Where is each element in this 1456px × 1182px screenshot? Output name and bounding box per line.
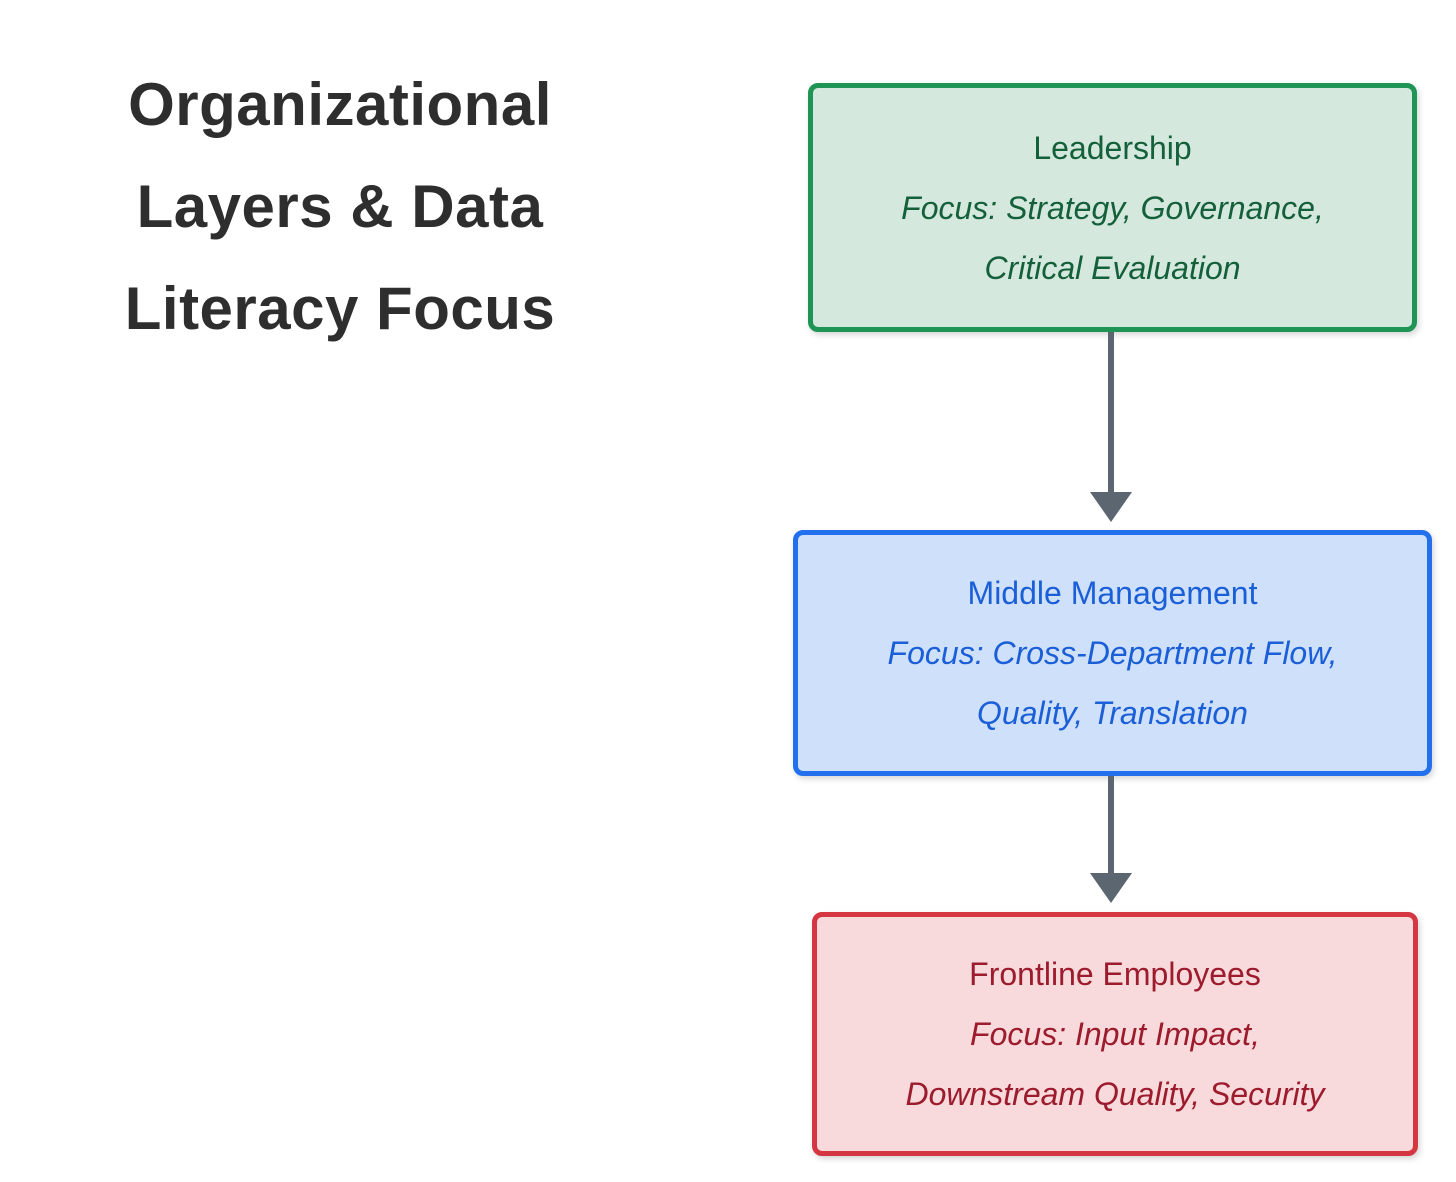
node-leadership-focus-line-1: Focus: Strategy, Governance, [901,189,1324,226]
node-middle-management-focus-line-1: Focus: Cross-Department Flow, [887,635,1338,671]
diagram-title: Organizational Layers & Data Literacy Fo… [60,54,620,360]
node-leadership-label: Leadership [1033,129,1192,166]
node-leadership: Leadership Focus: Strategy, Governance, … [808,83,1417,332]
node-middle-management: Middle Management Focus: Cross-Departmen… [793,530,1432,776]
title-line-3: Literacy Focus [124,275,556,342]
node-frontline-employees-label: Frontline Employees [969,956,1261,992]
arrow-middle-to-frontline-line [1108,776,1114,873]
node-middle-management-label: Middle Management [967,575,1258,611]
title-line-2: Layers & Data [136,173,544,240]
node-middle-management-focus-line-2: Quality, Translation [977,695,1248,731]
arrow-down-icon [1090,492,1132,522]
node-frontline-employees: Frontline Employees Focus: Input Impact,… [812,912,1418,1156]
node-frontline-employees-focus-line-1: Focus: Input Impact, [970,1016,1260,1052]
node-frontline-employees-focus-line-2: Downstream Quality, Security [905,1076,1325,1112]
title-line-1: Organizational [128,71,552,138]
arrow-down-icon [1090,873,1132,903]
arrow-leadership-to-middle-line [1108,332,1114,492]
node-leadership-focus-line-2: Critical Evaluation [984,249,1241,286]
